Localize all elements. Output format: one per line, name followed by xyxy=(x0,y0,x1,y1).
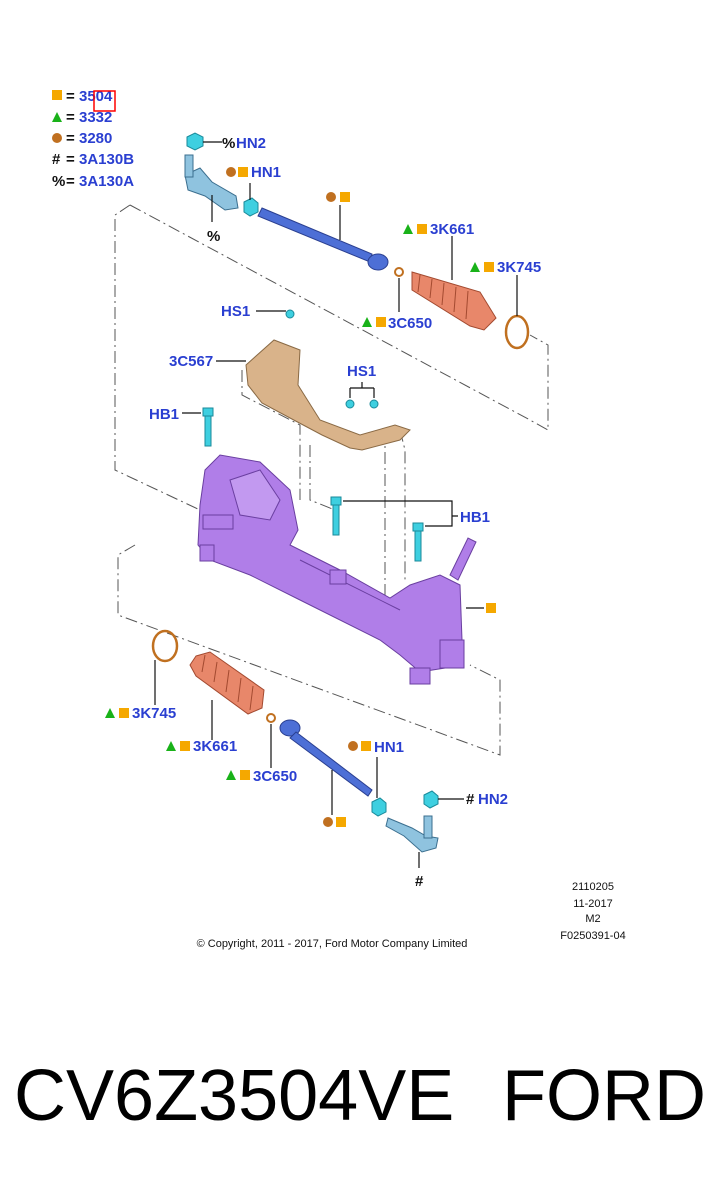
ring-3c650-top: 3C650 xyxy=(362,267,432,332)
square-icon xyxy=(486,603,496,613)
circle-icon xyxy=(323,817,333,827)
brand-name: FORD xyxy=(502,1056,706,1136)
triangle-icon xyxy=(362,317,372,327)
legend-code-3504: 3504 xyxy=(79,88,113,105)
steering-rack-assembly xyxy=(197,454,496,685)
ring-3c650-bottom: 3C650 xyxy=(226,713,297,785)
label-hs1-left: HS1 xyxy=(221,303,250,320)
label-3k661-top: 3K661 xyxy=(430,221,474,238)
percent-mark-top: % xyxy=(207,228,220,245)
screws-hs1-right: HS1 xyxy=(345,363,379,409)
label-3k745-top: 3K745 xyxy=(497,259,541,276)
label-3k745-bottom: 3K745 xyxy=(132,705,176,722)
square-icon xyxy=(376,317,386,327)
circle-icon xyxy=(326,192,336,202)
legend-code-3a130b: 3A130B xyxy=(79,151,134,168)
bolts-hb1-right: HB1 xyxy=(330,496,490,562)
circle-icon xyxy=(348,741,358,751)
boot-3k661-top: 3K661 xyxy=(403,221,497,331)
label-hb1-right: HB1 xyxy=(460,509,490,526)
nut-hn2-bottom: # HN2 xyxy=(423,790,508,809)
legend-triangle-icon xyxy=(52,112,62,122)
legend-square-icon xyxy=(52,90,62,100)
square-icon xyxy=(361,741,371,751)
part-number: CV6Z3504VE xyxy=(14,1056,455,1136)
legend-eq: = xyxy=(66,130,75,147)
label-hn2-bottom: HN2 xyxy=(478,791,508,808)
nut-hn2-top: % HN2 xyxy=(186,132,266,152)
label-3c567: 3C567 xyxy=(169,353,213,370)
bolt-hb1-left: HB1 xyxy=(149,406,214,447)
square-icon xyxy=(417,224,427,234)
drawing-ref: 2110205 xyxy=(572,881,614,893)
legend-code-3a130a: 3A130A xyxy=(79,173,134,190)
legend-eq: = xyxy=(66,173,75,190)
nut-hn1-bottom: HN1 xyxy=(348,739,404,817)
clamp-3k745-top: 3K745 xyxy=(470,259,541,350)
drawing-date: 11-2017 xyxy=(573,898,613,910)
triangle-icon xyxy=(226,770,236,780)
square-icon xyxy=(180,741,190,751)
nut-hn1-top: HN1 xyxy=(226,164,281,217)
triangle-icon xyxy=(470,262,480,272)
percent-mark-hn2: % xyxy=(222,135,235,152)
legend-percent-symbol: % xyxy=(52,173,65,190)
legend-eq: = xyxy=(66,88,75,105)
assembly-lines xyxy=(114,204,549,756)
steering-gear-exploded-diagram: = 3504 = 3332 = 3280 # = 3A130B % = 3A13… xyxy=(52,88,626,950)
drawing-fig: F0250391-04 xyxy=(560,930,625,942)
label-3k661-bottom: 3K661 xyxy=(193,738,237,755)
label-hn1-bottom: HN1 xyxy=(374,739,404,756)
square-icon xyxy=(340,192,350,202)
legend-code-3332: 3332 xyxy=(79,109,112,126)
legend: = 3504 = 3332 = 3280 # = 3A130B % = 3A13… xyxy=(52,88,134,190)
triangle-icon xyxy=(403,224,413,234)
legend-code-3280: 3280 xyxy=(79,130,112,147)
drawing-rev: M2 xyxy=(585,913,600,925)
square-icon xyxy=(484,262,494,272)
square-icon xyxy=(240,770,250,780)
screw-hs1-left: HS1 xyxy=(221,303,295,320)
square-icon xyxy=(336,817,346,827)
label-hs1-right: HS1 xyxy=(347,363,376,380)
heat-shield-3c567: 3C567 xyxy=(169,339,411,451)
clamp-3k745-bottom: 3K745 xyxy=(105,629,179,722)
label-3c650-bottom: 3C650 xyxy=(253,768,297,785)
drawing-info: 2110205 11-2017 M2 F0250391-04 xyxy=(560,881,625,942)
label-hn2-top: HN2 xyxy=(236,135,266,152)
hash-mark-hn2: # xyxy=(466,791,475,808)
legend-circle-icon xyxy=(52,133,62,143)
label-hb1-left: HB1 xyxy=(149,406,179,423)
circle-icon xyxy=(226,167,236,177)
boot-3k661-bottom: 3K661 xyxy=(166,651,265,755)
triangle-icon xyxy=(105,708,115,718)
inner-tie-rod-bottom xyxy=(279,719,373,827)
tie-rod-end-bottom: # xyxy=(385,815,439,890)
product-caption: CV6Z3504VE FORD xyxy=(0,1055,708,1165)
square-icon xyxy=(119,708,129,718)
legend-hash-symbol: # xyxy=(52,151,61,168)
copyright-text: © Copyright, 2011 - 2017, Ford Motor Com… xyxy=(197,938,468,950)
hash-mark-bottom: # xyxy=(415,873,424,890)
label-3c650-top: 3C650 xyxy=(388,315,432,332)
square-icon xyxy=(238,167,248,177)
triangle-icon xyxy=(166,741,176,751)
legend-eq: = xyxy=(66,109,75,126)
inner-tie-rod-top xyxy=(257,192,389,271)
label-hn1-top: HN1 xyxy=(251,164,281,181)
legend-eq: = xyxy=(66,151,75,168)
tie-rod-end-top: % xyxy=(184,154,239,245)
highlight-box xyxy=(93,90,116,112)
